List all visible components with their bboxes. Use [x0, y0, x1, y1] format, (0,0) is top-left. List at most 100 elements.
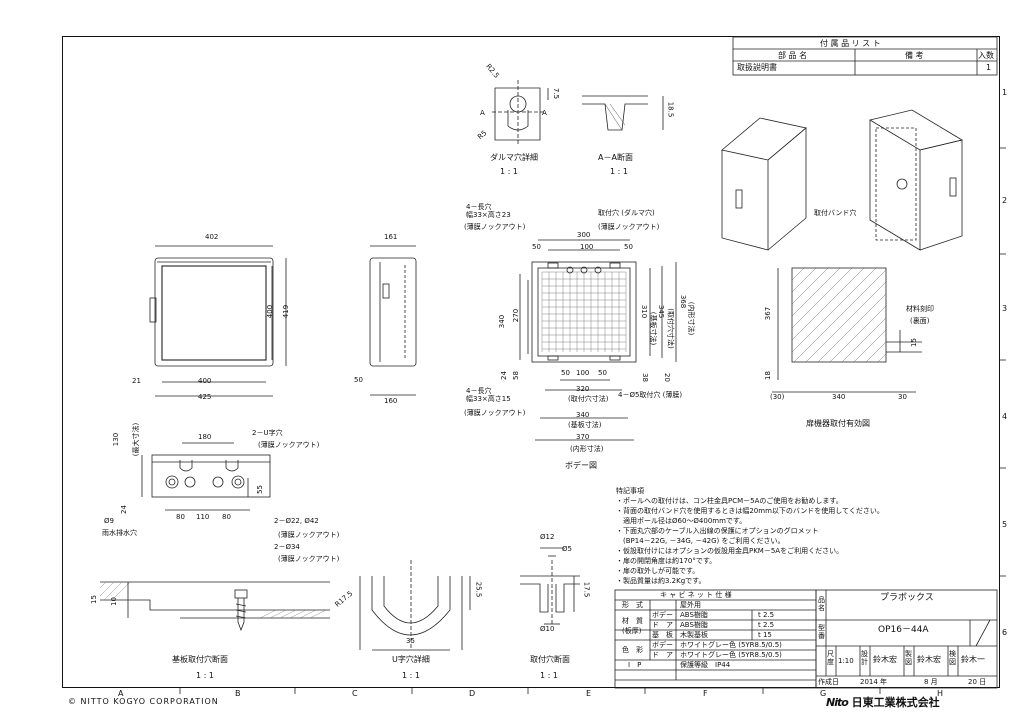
bottom-hole-34: 2－Ø34 [274, 543, 300, 551]
body-slot-top-size: 幅33×高さ23 [466, 211, 511, 219]
spec-body-thickness: t 2.5 [758, 611, 775, 619]
grid-row-6: 6 [1002, 628, 1008, 637]
dim-d5: Ø5 [562, 545, 572, 553]
company-name: 日東工業株式会社 [851, 696, 940, 709]
grid-row-2: 2 [1002, 196, 1008, 205]
body-mount-knock: (薄膜ノックアウト) [598, 223, 660, 231]
body-slot-bot: 4－長穴 [466, 387, 492, 395]
dim-38: 38 [640, 373, 649, 382]
spec-door-value: ABS樹脂 [680, 621, 708, 629]
spec-color-door-value: ホワイトグレー色 (5YR8.5/0.5) [680, 651, 782, 659]
dim-370: 370 [576, 433, 590, 441]
dim-55: 55 [255, 485, 264, 494]
note-line: (BP14－22G, －34G, －42G) をご利用ください。 [616, 537, 785, 545]
dim-320-note: (取付穴寸法) [568, 395, 609, 403]
spec-material-sub: (板厚) [622, 627, 642, 635]
spec-color-body-value: ホワイトグレー色 (5YR8.5/0.5) [680, 641, 782, 649]
title-scale-value: 1:10 [838, 657, 854, 665]
dim-180: 180 [198, 433, 212, 441]
dim-door-340: 340 [832, 393, 846, 401]
dim-425: 425 [198, 393, 212, 401]
body-view-title: ボデー図 [565, 461, 597, 470]
spec-type-value: 屋外用 [680, 601, 701, 609]
spec-color-label: 色 彩 [622, 646, 643, 654]
spec-type-label: 形 式 [622, 601, 643, 609]
title-design-value: 鈴木宏 [873, 655, 897, 664]
notes-title: 特記事項 [616, 487, 644, 495]
body-hole-5: 4－Ø5取付穴 (薄膜) [618, 391, 683, 399]
aa-section-scale: 1 : 1 [610, 167, 628, 176]
dim-d10: Ø10 [540, 625, 555, 633]
body-knock-top: (薄膜ノックアウト) [464, 223, 526, 231]
grid-row-5: 5 [1002, 520, 1008, 529]
grid-row-1: 1 [1002, 88, 1008, 97]
grid-col-g: G [820, 689, 827, 698]
grid-col-d: D [469, 689, 476, 698]
dim-370-note: (内形寸法) [570, 445, 604, 453]
dim-368: 368 [679, 294, 688, 309]
grid-col-h: H [937, 689, 944, 698]
dim-base-10: 10 [109, 597, 118, 606]
dim-100: 100 [580, 243, 594, 251]
dim-b110: 110 [196, 513, 210, 521]
grid-row-4: 4 [1002, 412, 1008, 421]
dim-50-side: 50 [354, 376, 363, 384]
dim-345: 345 [657, 304, 666, 319]
spec-door-label: ド ア [652, 621, 673, 629]
title-name-label: 品名 [818, 596, 825, 612]
accessory-header-note: 備 考 [905, 51, 924, 60]
grid-col-f: F [703, 689, 708, 698]
spec-title: キ ャ ビ ネ ッ ト 仕 様 [660, 591, 732, 599]
dim-door-15: 15 [909, 338, 918, 347]
accessory-list-title: 付 属 品 リ ス ト [820, 39, 881, 48]
iso-band-label: 取付バンド穴 [814, 209, 857, 217]
title-check-value: 鈴木一 [961, 655, 985, 664]
door-material-note: (裏面) [910, 317, 930, 325]
company-logo: Nito 日東工業株式会社 [826, 694, 940, 710]
grid-col-c: C [352, 689, 358, 698]
note-line: ・仮設取付けにはオプションの仮設用金具PKM－5Aをご利用ください。 [616, 547, 844, 555]
dim-25-5: 25.5 [474, 581, 483, 598]
dim-35: 35 [406, 637, 415, 645]
grid-col-a: A [118, 689, 124, 698]
dim-310: 310 [640, 304, 649, 319]
body-mount-hole: 取付穴 (ダルマ穴) [598, 209, 655, 217]
dim-18: 18 [763, 371, 772, 380]
daruma-detail-title: ダルマ穴詳細 [490, 153, 538, 162]
note-line: ・下面丸穴部のケーブル入出線の保護にオプションのグロメット [616, 527, 819, 535]
note-line: ・背面の取付バンド穴を使用するときは幅20mm以下のバンドを使用してください。 [616, 507, 884, 515]
spec-body-value: ABS樹脂 [680, 611, 708, 619]
title-date-label: 作成日 [818, 678, 839, 686]
dim-b50b: 50 [598, 369, 607, 377]
accessory-header-part: 部 品 名 [778, 51, 808, 60]
title-draw-label: 製図 [905, 650, 912, 666]
title-date-month: 8 月 [924, 678, 938, 686]
dim-d9: Ø9 [104, 517, 114, 525]
section-mark-a-right: A [542, 109, 547, 117]
title-check-label: 検図 [949, 650, 956, 666]
door-view-title: 扉機器取付有効図 [806, 419, 870, 428]
dim-320: 320 [576, 385, 590, 393]
note-line: ・扉の開閉角度は約170°です。 [616, 557, 717, 565]
note-line: ・製品質量は約3.2Kgです。 [616, 577, 706, 585]
dim-d12: Ø12 [540, 533, 555, 541]
dim-21: 21 [132, 377, 141, 385]
spec-color-body-label: ボデー [652, 641, 673, 649]
accessory-row-name: 取扱説明書 [737, 63, 777, 72]
product-name: プラボックス [880, 593, 934, 603]
dim-58: 58 [511, 371, 520, 380]
u-detail-scale: 1 : 1 [402, 671, 420, 680]
title-model-label: 型番 [818, 624, 825, 640]
base-section-scale: 1 : 1 [196, 671, 214, 680]
dim-300: 300 [577, 231, 591, 239]
dim-340b-note: (基板寸法) [568, 421, 602, 429]
body-slot-bot-size: 幅33×高さ15 [466, 395, 511, 403]
bottom-u-knock: (薄膜ノックアウト) [258, 441, 320, 449]
dim-50b: 50 [624, 243, 633, 251]
accessory-header-qty: 入数 [978, 51, 994, 60]
title-draw-value: 鈴木宏 [917, 655, 941, 664]
grid-col-e: E [586, 689, 592, 698]
grid-col-b: B [235, 689, 241, 698]
bottom-hole-22-42: 2－Ø22, Ø42 [274, 517, 319, 525]
body-slot-top: 4－長穴 [466, 203, 492, 211]
